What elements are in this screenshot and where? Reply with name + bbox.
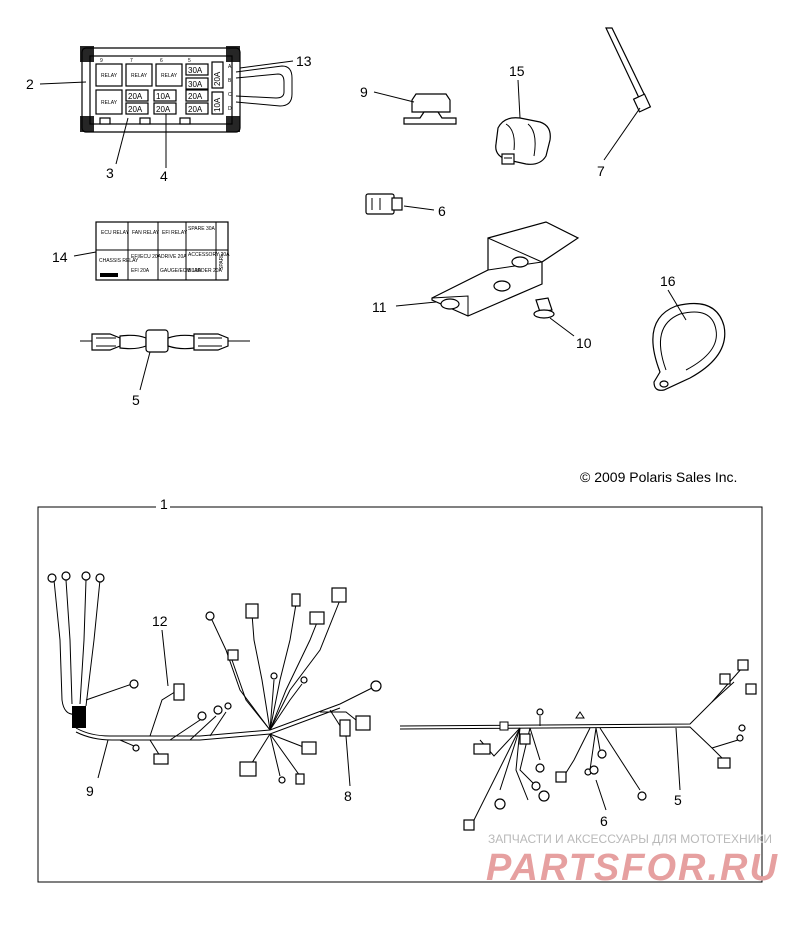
fuse-top-2: 30A [188,80,203,89]
relay-label-3: RELAY [161,73,178,79]
callout-14: 14 [52,249,68,265]
tie-strap [605,27,652,113]
decal-cell-6: EFI/ECU 20A [131,254,162,260]
callout-13: 13 [296,53,312,69]
side-letter-d: D [228,106,232,112]
fuse-bottom-3: 20A [188,105,203,114]
fuse-row2-1: 20A [128,92,143,101]
side-letter-b: B [228,78,232,84]
callout-5-inline: 5 [132,392,140,408]
callout-15: 15 [509,63,525,79]
relay-label-4: RELAY [101,100,118,106]
callout-11: 11 [372,299,387,315]
leader-10 [549,317,575,337]
decal-cell-4: SPARE 30A [188,226,216,232]
leader-15 [517,79,521,119]
leader-13 [239,60,294,69]
callout-9-harness: 9 [86,783,94,799]
small-connector [365,193,403,215]
leader-14 [73,251,97,257]
mounting-bracket [431,221,580,317]
relay-label-2: RELAY [131,73,148,79]
callout-9-top: 9 [360,84,368,100]
slot-number-2: 7 [130,58,133,64]
copyright-text: © 2009 Polaris Sales Inc. [580,469,737,485]
leader-9-top [373,91,415,103]
leader-5-harness [675,727,681,791]
decal-cell-9: EFI 20A [131,268,150,274]
leader-7 [603,107,641,161]
main-wiring-harness [47,571,382,785]
slot-number-4: 5 [188,58,191,64]
decal-cell-5: CHASSIS RELAY [99,258,139,264]
decal-cell-11: BLADDER 20A [188,268,223,274]
side-letter-c: C [228,92,232,98]
watermark-tagline: ЗАПЧАСТИ И АКСЕССУАРЫ ДЛЯ МОТОТЕХНИКИ [488,832,772,846]
fuse-side-2: 10A [213,97,222,112]
fuse-row2-3: 20A [188,92,203,101]
callout-6-harness: 6 [600,813,608,829]
fuse-bottom-2: 20A [156,105,171,114]
leader-9-harness [97,739,109,779]
decal-cell-8: ACCESSORY 20A [188,252,230,258]
callout-1: 1 [160,496,168,512]
watermark-brand: PARTSFOR.RU [486,847,779,889]
leader-12 [161,629,169,687]
leader-8 [345,735,351,787]
side-letter-a: A [228,64,232,70]
decal-cell-3: EFI RELAY [162,230,188,236]
callout-16: 16 [660,273,676,289]
decal-cell-2: FAN RELAY [132,230,160,236]
relay-fuse-box: RELAY RELAY RELAY RELAY 9 7 6 5 30A 30A … [80,46,293,133]
leader-3 [115,117,129,165]
leader-5-inline [139,351,151,391]
callout-5-harness: 5 [674,792,682,808]
decal-cell-12: SPARE [219,253,225,270]
callout-4: 4 [160,168,168,184]
clip-part [403,93,457,125]
callout-12: 12 [152,613,168,629]
slot-number-1: 9 [100,58,103,64]
p-clamp [652,302,726,391]
leader-6-top [403,205,435,211]
relay-label-1: RELAY [101,73,118,79]
leader-11 [395,301,437,307]
slot-number-3: 6 [160,58,163,64]
decal-cell-7: DRIVE 20A [161,254,187,260]
leader-6-harness [595,779,607,811]
inline-harness [80,329,250,353]
sealed-connector [495,117,551,165]
callout-8: 8 [344,788,352,804]
secondary-wiring-harness [399,659,757,831]
callout-7: 7 [597,163,605,179]
fuse-decal: ECU RELAY FAN RELAY EFI RELAY SPARE 30A … [95,221,230,281]
callout-6-top: 6 [438,203,446,219]
leader-2 [39,81,87,85]
harness-frame [37,506,763,883]
fuse-side-1: 20A [213,71,222,86]
fuse-top-1: 30A [188,66,203,75]
push-pin [533,297,555,319]
callout-3: 3 [106,165,114,181]
decal-cell-1: ECU RELAY [101,230,130,236]
callout-2: 2 [26,76,34,92]
fuse-bottom-1: 20A [128,105,143,114]
callout-10: 10 [576,335,592,351]
leader-16 [667,289,687,321]
decal-cell-10: GAUGE/ECM 10A [160,268,202,274]
fuse-row2-2: 10A [156,92,171,101]
